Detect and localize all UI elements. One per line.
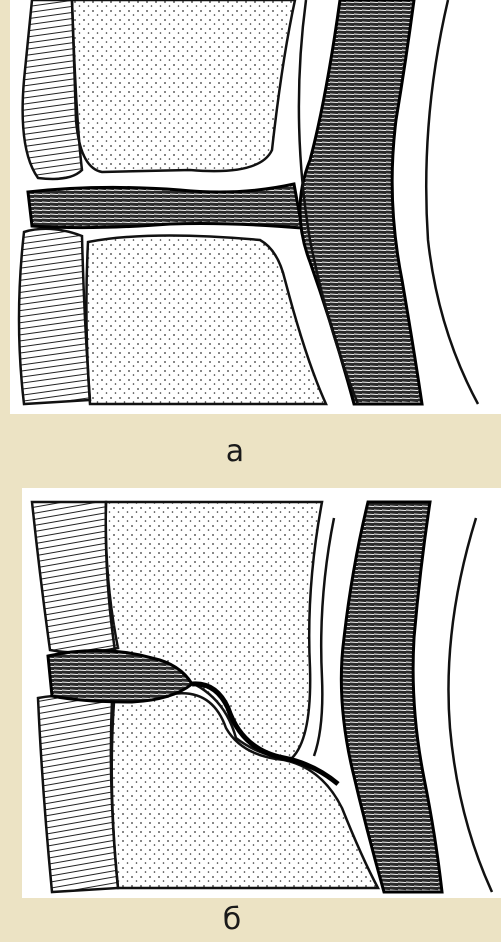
outline-curve-2 [426,0,478,404]
hatched-bone-lower [38,695,118,892]
panel-a-illustration [10,0,501,414]
panel-b-drawing [22,488,501,898]
dotted-body-lower [86,235,326,404]
hatched-bone-lower [19,229,90,404]
panel-a-drawing [10,0,501,414]
ligament-band [341,502,442,892]
disc-band [28,184,302,228]
outline-curve-1 [314,518,334,756]
outline-curve-2 [448,518,492,892]
panel-b-illustration [22,488,501,898]
dotted-body-upper [72,0,295,172]
panel-a-caption: а [215,434,255,469]
ligament-band [300,0,422,404]
panel-b-caption: б [212,902,252,937]
